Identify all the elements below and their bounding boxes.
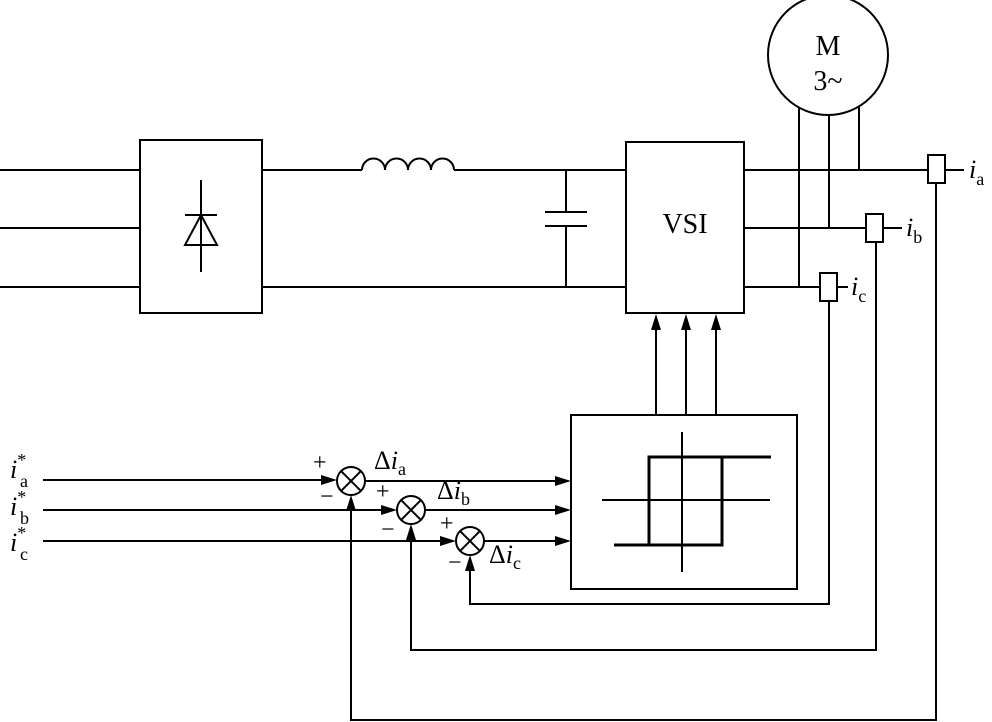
summer-c-minus: − bbox=[448, 550, 462, 576]
summer-a-plus: + bbox=[313, 450, 327, 476]
sensor-c-icon bbox=[819, 272, 838, 302]
motor: M 3~ bbox=[767, 0, 889, 287]
summing-junction-a bbox=[336, 466, 366, 496]
summing-junction-b bbox=[396, 495, 426, 525]
gate-signal-arrows bbox=[651, 314, 721, 415]
hysteresis-loop-icon bbox=[602, 432, 771, 572]
hysteresis-comparator-block bbox=[570, 414, 798, 590]
measured-current-c: ic bbox=[851, 272, 866, 306]
summer-c-plus: + bbox=[440, 511, 454, 537]
inductor-icon bbox=[361, 157, 455, 171]
measured-current-a: ia bbox=[969, 155, 984, 189]
diode-icon bbox=[183, 180, 219, 272]
summer-b-plus: + bbox=[376, 479, 390, 505]
reference-input-lines bbox=[43, 475, 456, 546]
summer-b-minus: − bbox=[381, 517, 395, 543]
ac-input-lines bbox=[0, 169, 140, 288]
motor-letter: M bbox=[816, 31, 841, 62]
motor-phases: 3~ bbox=[813, 66, 842, 97]
sensor-b-icon bbox=[865, 213, 884, 243]
measured-current-b: ib bbox=[906, 213, 922, 247]
summer-a-minus: − bbox=[320, 484, 334, 510]
reference-current-a: i*a bbox=[10, 450, 28, 491]
sensor-a-icon bbox=[927, 154, 946, 184]
phase-output-lines bbox=[744, 169, 928, 288]
feedback-path-a bbox=[346, 183, 937, 721]
reference-current-c: i*c bbox=[10, 523, 28, 564]
error-current-c: Δic bbox=[489, 540, 521, 573]
vsi-block: VSI bbox=[625, 141, 745, 314]
rectifier-block bbox=[139, 139, 263, 314]
reference-current-b: i*b bbox=[10, 487, 29, 528]
error-signal-lines bbox=[365, 476, 571, 546]
capacitor-icon bbox=[545, 170, 587, 287]
feedback-path-c bbox=[465, 301, 830, 605]
feedback-path-b bbox=[406, 242, 877, 651]
error-current-b: Δib bbox=[437, 476, 470, 509]
error-current-a: Δia bbox=[374, 446, 406, 479]
vsi-label: VSI bbox=[662, 209, 707, 240]
